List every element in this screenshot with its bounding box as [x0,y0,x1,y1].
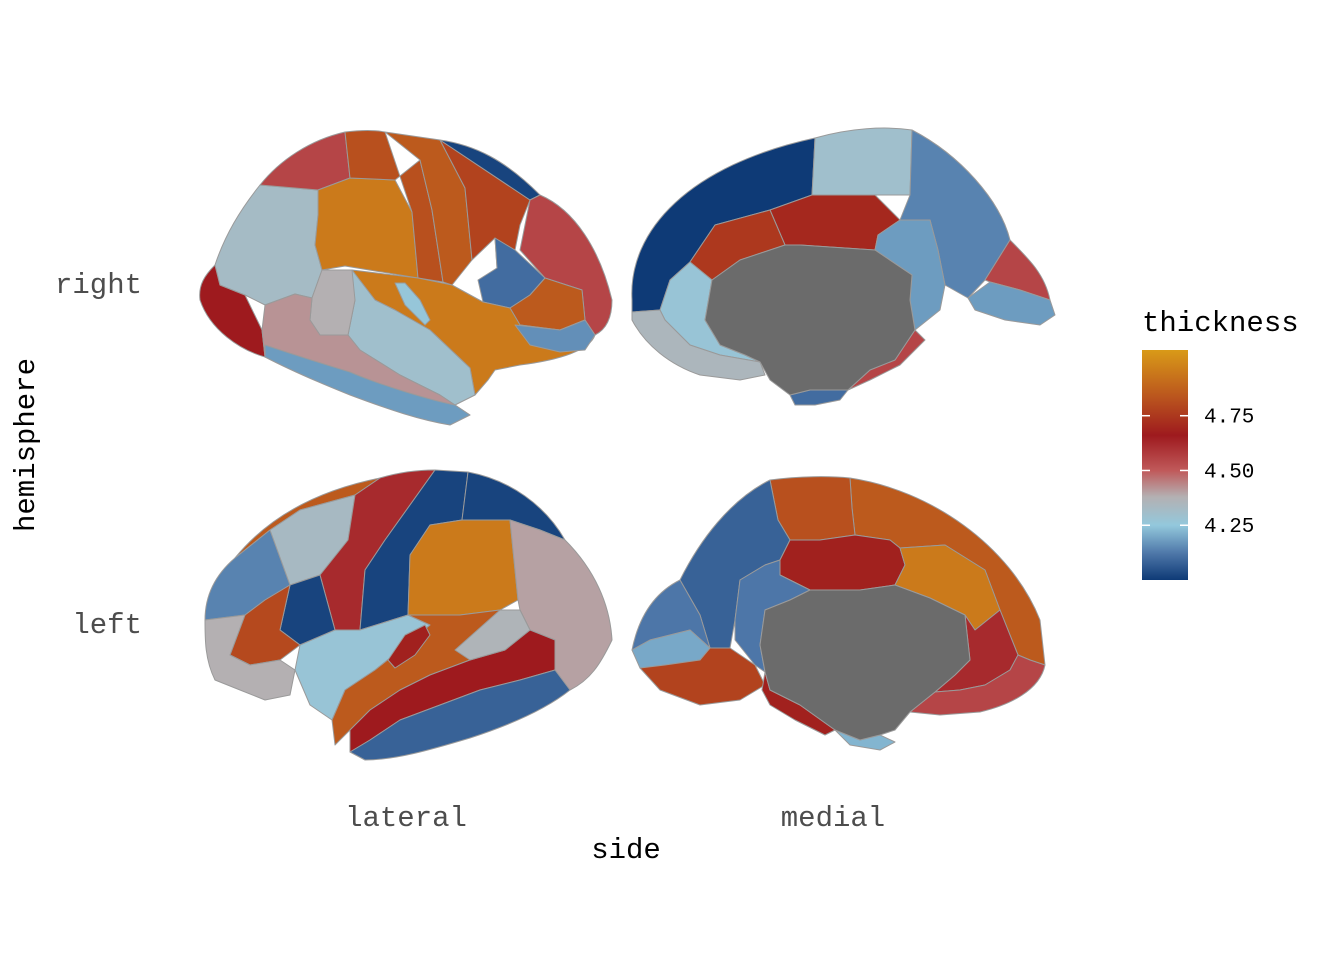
region-right-medial-medialorbitofrontal [631,309,766,381]
legend-ticks: 4.75 4.50 4.25 [1142,407,1254,539]
region-left-lateral-lateralorbitofrontal [204,614,296,701]
panel-right-medial [631,127,1056,406]
region-left-lateral-bankssts [454,609,531,661]
region-left-medial-medialorbitofrontal [909,654,1046,716]
region-left-medial-posteriorcingulate [779,534,906,591]
region-right-lateral-inferiortemporal [264,344,471,426]
region-left-lateral-transversetemporal [387,624,431,669]
x-axis-title: side [591,834,661,867]
region-left-lateral-inferiortemporal [349,669,571,761]
region-right-lateral-caudalmiddlefrontal [314,177,419,279]
region-left-medial-lingual [639,647,766,706]
panel-left-medial [631,476,1046,751]
region-right-lateral-superiorfrontal [259,131,351,191]
region-left-medial-unknown [759,584,971,741]
region-right-medial-paracentral [811,127,913,196]
legend: thickness 4.75 4.50 4.25 [1142,307,1299,580]
y-tick-left: left [72,609,142,642]
region-right-lateral-transversetemporal [394,282,431,326]
region-right-lateral-rostralmiddlefrontal [214,184,323,306]
region-right-lateral-lingual [514,319,596,353]
region-left-lateral-supramarginal [407,519,519,616]
legend-title: thickness [1142,307,1299,340]
y-tick-right: right [55,269,142,302]
region-right-medial-pericalcarine [967,281,1056,326]
legend-break-label: 4.25 [1204,516,1254,539]
x-tick-lateral: lateral [345,802,467,835]
panel-right-lateral [199,130,613,426]
legend-colorbar [1142,350,1188,580]
y-axis-title: hemisphere [10,358,43,532]
x-tick-medial: medial [781,802,885,835]
region-right-medial-unknown [704,244,916,396]
legend-break-label: 4.50 [1204,461,1254,484]
legend-break-label: 4.75 [1204,407,1254,430]
panel-left-lateral [204,469,613,761]
